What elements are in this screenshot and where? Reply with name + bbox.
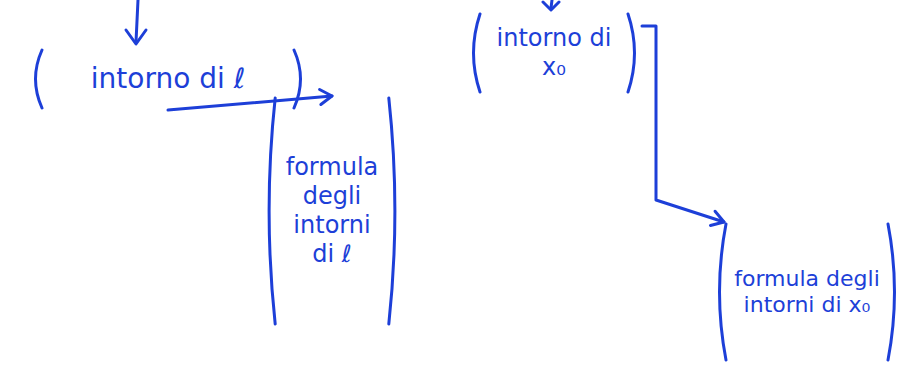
- arrowhead: [320, 90, 332, 105]
- arrow-line: [642, 26, 724, 222]
- parenthesis-note: formula degli intorni di ℓ: [262, 96, 402, 326]
- pointer-arrow: [551, 0, 552, 8]
- pointer-arrowhead: [543, 2, 559, 10]
- note-text: intorno di x₀: [466, 16, 642, 90]
- parenthesis-note: formula degli intorni di x₀: [712, 222, 902, 362]
- parenthesis-note: intorno di x₀: [466, 12, 642, 94]
- parenthesis-note: intorno di ℓ: [28, 48, 308, 110]
- flow-arrow: [642, 26, 724, 225]
- arrowhead: [710, 211, 724, 225]
- arrow-line: [168, 96, 332, 110]
- pointer-arrowhead: [126, 30, 146, 44]
- note-text: formula degli intorni di ℓ: [262, 145, 402, 276]
- note-text: intorno di ℓ: [28, 54, 308, 104]
- note-text: formula degli intorni di x₀: [712, 258, 902, 327]
- pointer-arrow: [136, 0, 138, 42]
